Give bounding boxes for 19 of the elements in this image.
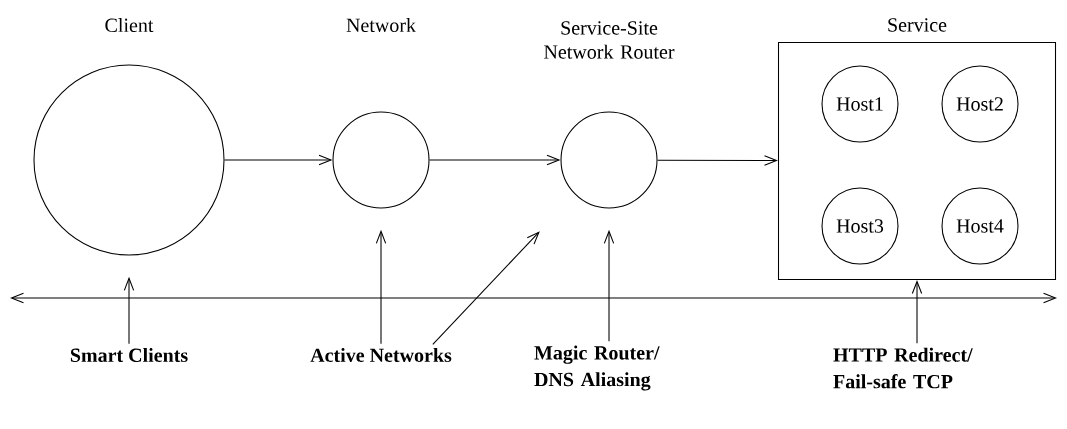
arrow bbox=[657, 155, 778, 166]
arrow bbox=[224, 154, 333, 166]
label-text: Smart Clients bbox=[70, 348, 188, 363]
node-label: Client bbox=[105, 17, 154, 33]
circle-node: Client bbox=[33, 18, 225, 256]
node-label: Service bbox=[888, 18, 947, 32]
label-text: Magic Router/ DNS Aliasing bbox=[534, 345, 660, 391]
label-text: Active Networks bbox=[310, 348, 452, 363]
arrow bbox=[123, 276, 135, 345]
circle-node: Network bbox=[332, 18, 430, 209]
node-label: Service-Site Network Router bbox=[544, 21, 675, 59]
arrow bbox=[603, 229, 615, 342]
arrow bbox=[432, 231, 540, 345]
arrow bbox=[375, 229, 387, 345]
label-text: HTTP Redirect/ Fail-safe TCP bbox=[833, 347, 973, 389]
arrow bbox=[911, 280, 923, 344]
arrow bbox=[429, 154, 561, 166]
node-label: Network bbox=[346, 17, 416, 33]
circle-node: Service-Site Network Router bbox=[544, 21, 675, 209]
